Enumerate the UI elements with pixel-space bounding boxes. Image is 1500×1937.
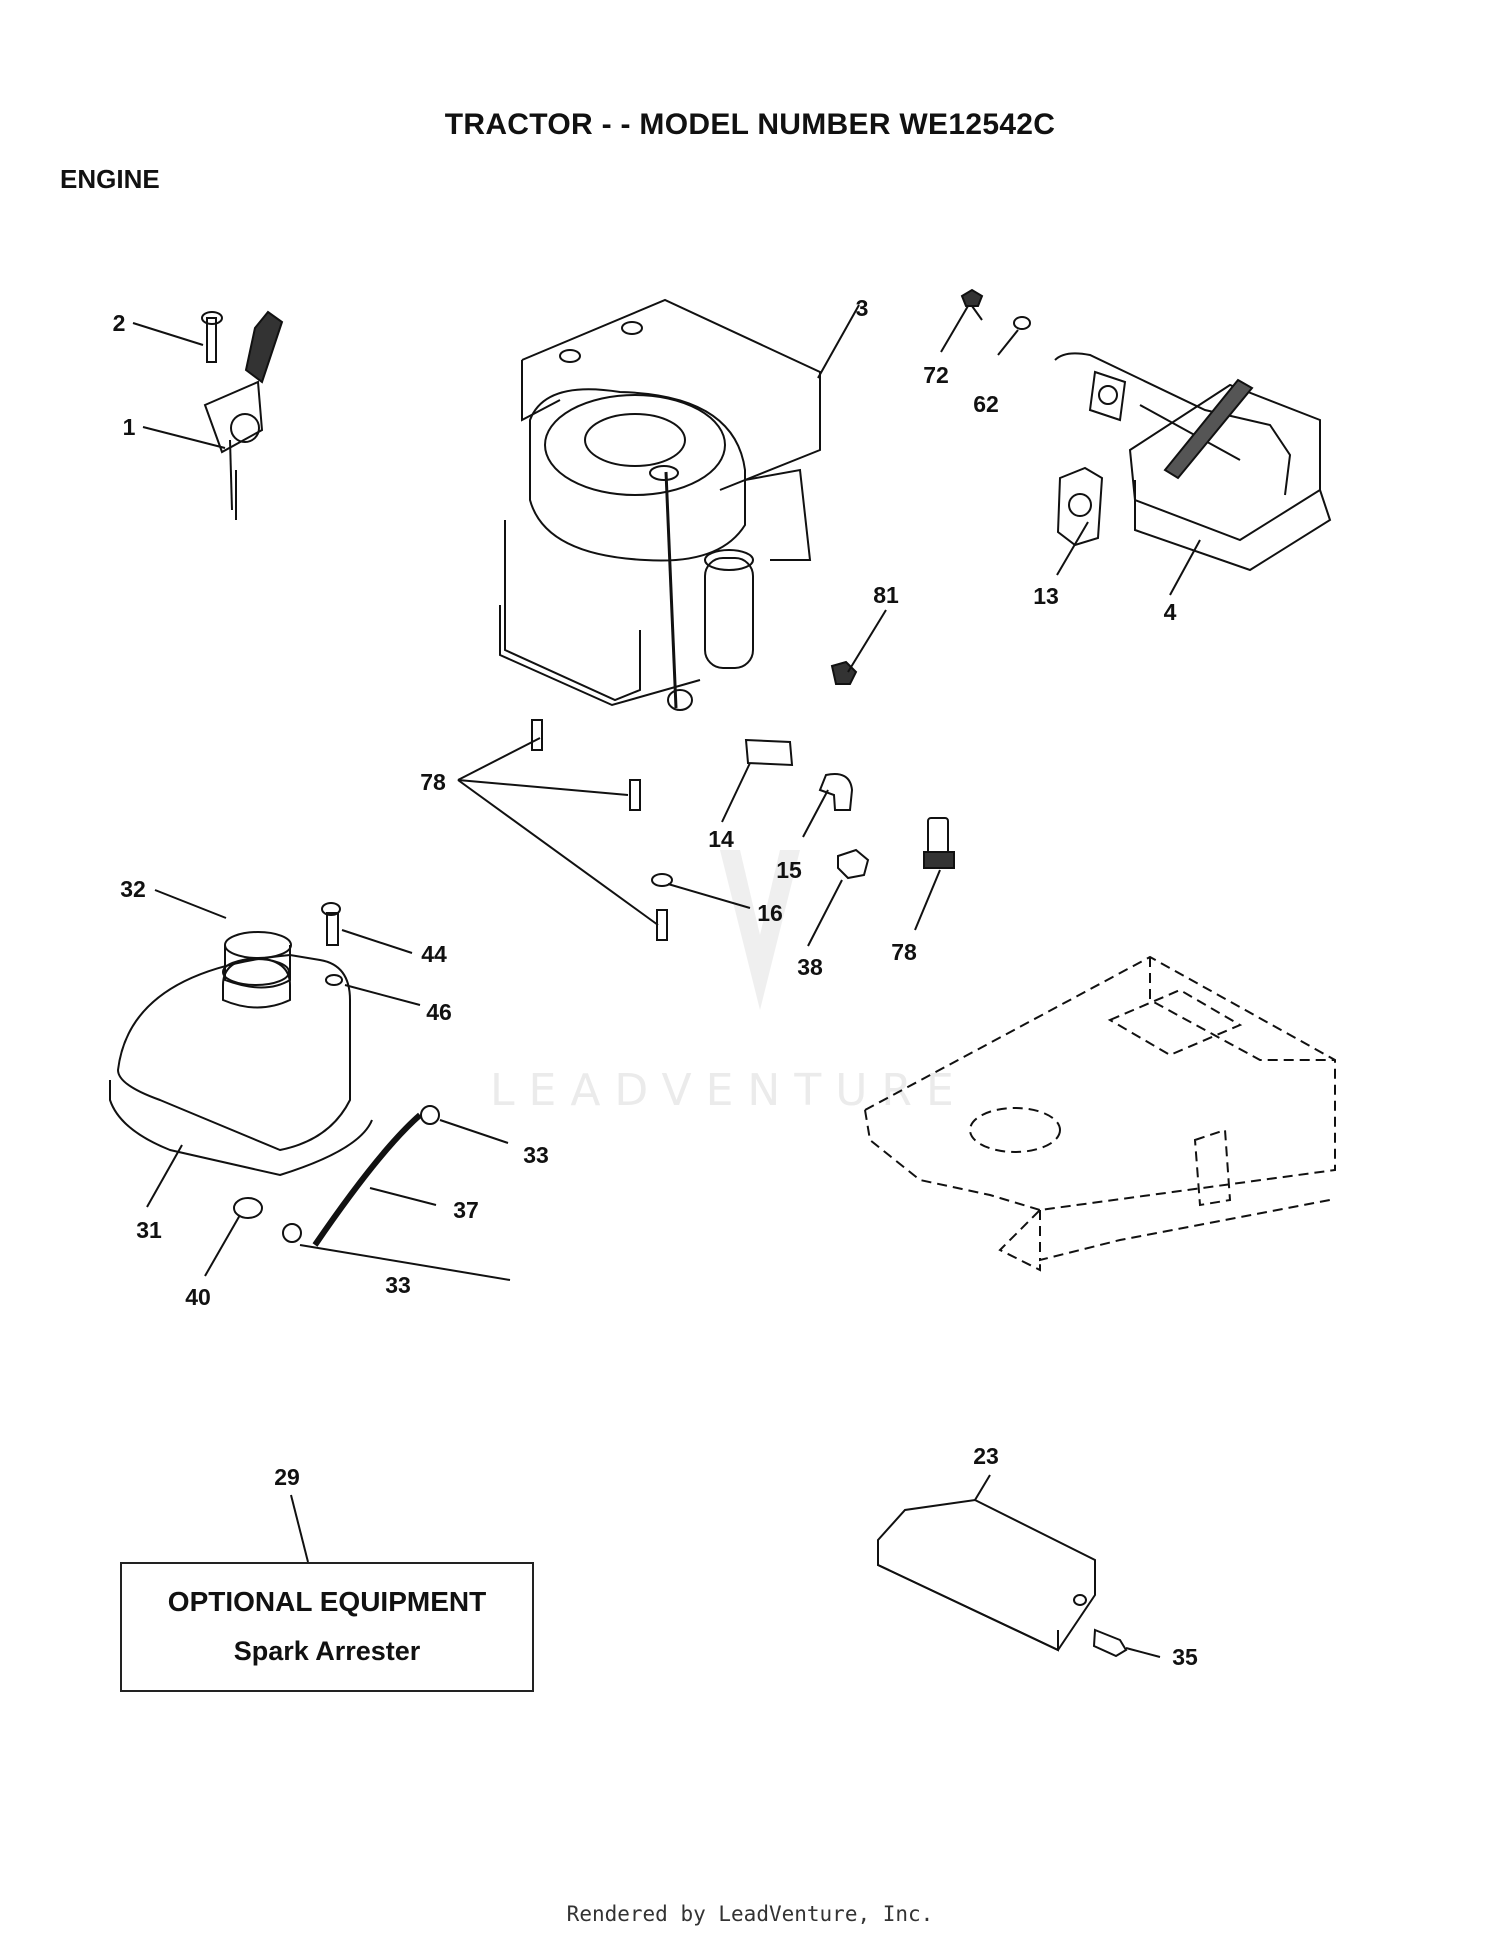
callout-14: 14 — [708, 826, 734, 852]
callout-3: 3 — [856, 295, 869, 321]
callout-81: 81 — [873, 582, 899, 608]
chassis-frame — [864, 955, 1336, 1272]
callout-35: 35 — [1172, 1644, 1198, 1670]
callout-32: 32 — [120, 876, 146, 902]
fuel-hose — [233, 1105, 440, 1247]
exhaust-bolt — [960, 288, 1031, 330]
heat-shield — [877, 1498, 1128, 1658]
callout-16: 16 — [757, 900, 783, 926]
callout-29: 29 — [274, 1464, 300, 1490]
callout-31: 31 — [136, 1217, 162, 1243]
callout-44: 44 — [421, 941, 447, 967]
callout-37: 37 — [453, 1197, 479, 1223]
callout-78-left: 78 — [420, 769, 446, 795]
leader-lines — [132, 304, 1201, 1658]
exhaust-gasket — [1056, 466, 1104, 547]
watermark-text: LEADVENTURE — [490, 1065, 968, 1116]
fuel-tank — [109, 931, 373, 1177]
optional-equipment-box: OPTIONAL EQUIPMENT Spark Arrester — [120, 1562, 534, 1692]
callout-4: 4 — [1164, 599, 1177, 625]
callout-23: 23 — [973, 1443, 999, 1469]
callout-40: 40 — [185, 1284, 211, 1310]
callout-33-lower: 33 — [385, 1272, 411, 1298]
optional-equipment-item: Spark Arrester — [233, 1636, 421, 1666]
fuel-fittings — [744, 660, 955, 880]
muffler — [1054, 352, 1332, 572]
callout-1: 1 — [123, 414, 136, 440]
section-label: ENGINE — [60, 164, 160, 194]
page-title: TRACTOR - - MODEL NUMBER WE12542C — [444, 108, 1056, 141]
fuel-cap — [222, 956, 291, 1009]
throttle-control — [201, 310, 284, 520]
callout-46: 46 — [426, 999, 452, 1025]
engine-bolts — [531, 719, 673, 941]
optional-equipment-heading: OPTIONAL EQUIPMENT — [167, 1586, 487, 1617]
callout-72: 72 — [923, 362, 949, 388]
engine — [499, 298, 821, 711]
callout-15: 15 — [776, 857, 802, 883]
tank-bolt — [321, 902, 343, 986]
callout-labels: 1 2 3 4 13 14 15 16 23 29 31 32 33 33 35… — [113, 295, 1198, 1670]
callout-33-upper: 33 — [523, 1142, 549, 1168]
callout-2: 2 — [113, 310, 126, 336]
watermark: LEADVENTURE — [490, 850, 968, 1116]
callout-13: 13 — [1033, 583, 1059, 609]
callout-78-right: 78 — [891, 939, 917, 965]
callout-62: 62 — [973, 391, 999, 417]
callout-38: 38 — [797, 954, 823, 980]
render-footer: Rendered by LeadVenture, Inc. — [566, 1902, 934, 1926]
